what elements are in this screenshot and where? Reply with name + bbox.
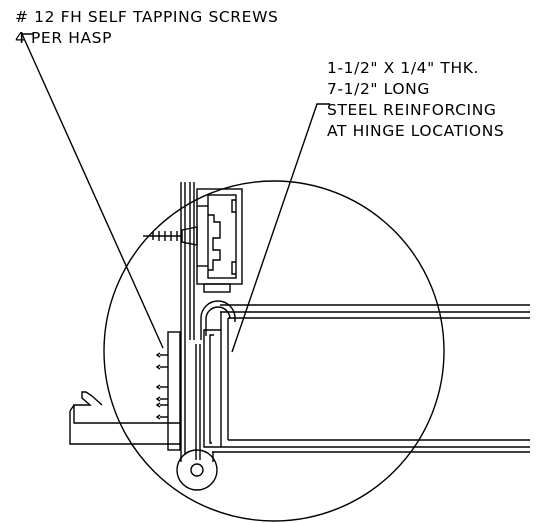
reinforcing-callout: 1-1/2" X 1/4" THK. 7-1/2" LONG STEEL REINF…	[327, 58, 504, 142]
extrusion-profile	[196, 188, 243, 293]
steel-reinforcing-strip	[203, 329, 221, 448]
hinge-knuckle	[200, 300, 236, 340]
reinforcing-leader-line	[231, 103, 330, 353]
reinforcing-callout-line-3: STEEL REINFORCING	[327, 101, 497, 119]
screws-callout: # 12 FH SELF TAPPING SCREWS 4 PER HASP	[15, 7, 278, 49]
screws-leader-line	[20, 33, 164, 349]
detail-circle	[103, 180, 445, 522]
reinforcing-callout-line-2: 7-1/2" LONG	[327, 80, 430, 98]
hinge-leaf	[167, 331, 201, 460]
reinforcing-callout-line-4: AT HINGE LOCATIONS	[327, 122, 505, 140]
screws-callout-line-2: 4 PER HASP	[15, 29, 113, 47]
hinge-pin	[176, 449, 218, 491]
hinge-screws	[155, 352, 168, 420]
reinforcing-callout-line-1: 1-1/2" X 1/4" THK.	[327, 59, 480, 77]
screws-callout-line-1: # 12 FH SELF TAPPING SCREWS	[15, 8, 279, 26]
door-panel	[212, 304, 530, 453]
self-tapping-screw	[143, 226, 198, 246]
hasp	[69, 391, 181, 445]
door-frame-jamb	[180, 182, 195, 455]
